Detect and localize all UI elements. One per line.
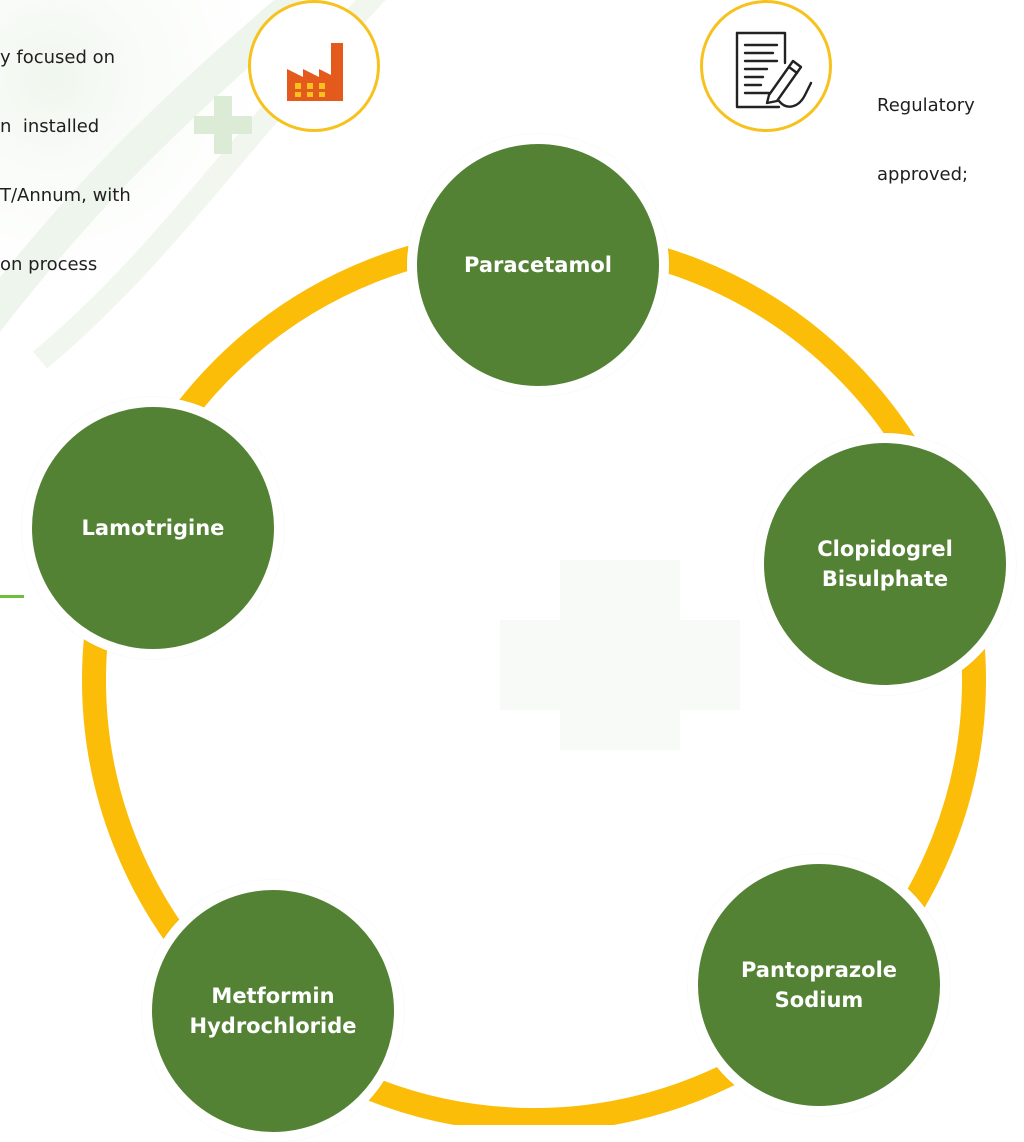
node-label: Pantoprazole Sodium [740, 958, 898, 1012]
left-text-line: on process [0, 254, 98, 275]
node-label: Lamotrigine [81, 516, 225, 540]
node-metformin-hydrochloride: Metformin Hydrochloride [142, 880, 404, 1142]
right-text-line: approved; [877, 164, 969, 185]
document-signing-icon [735, 31, 813, 109]
left-description-text: y focused on n installed T/Annum, with o… [0, 0, 205, 299]
document-badge [700, 0, 832, 132]
node-pantoprazole-sodium: Pantoprazole Sodium [688, 854, 950, 1116]
factory-icon [287, 43, 343, 101]
right-description-text: Regulatory approved; [877, 48, 1024, 209]
left-text-line: n installed [0, 116, 100, 137]
node-paracetamol: Paracetamol [407, 134, 669, 396]
right-text-line: Regulatory [877, 95, 975, 116]
node-lamotrigine: Lamotrigine [22, 397, 284, 659]
node-clopidogrel-bisulphate: Clopidogrel Bisulphate [754, 433, 1016, 695]
factory-badge [248, 0, 380, 132]
left-text-line: T/Annum, with [0, 185, 131, 206]
left-text-line: y focused on [0, 47, 116, 68]
node-label: Metformin Hydrochloride [189, 984, 357, 1038]
dash-decoration [0, 595, 24, 598]
node-label: Paracetamol [464, 253, 612, 277]
node-label: Clopidogrel Bisulphate [817, 537, 953, 591]
